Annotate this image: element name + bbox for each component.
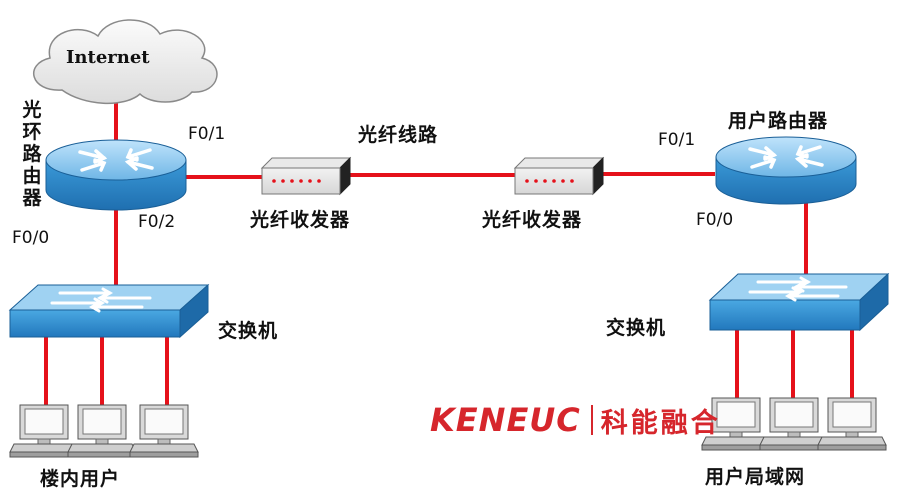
fiber-line-label: 光纤线路 <box>358 124 439 146</box>
ring-router-port-f02: F0/2 <box>138 212 176 232</box>
user-router-label: 用户路由器 <box>728 110 829 132</box>
internet-label: Internet <box>66 47 150 68</box>
router-arrows-icon <box>78 148 154 172</box>
brand-watermark: KENEUC 科能融合 <box>430 400 721 440</box>
user-router-port-f00: F0/0 <box>696 210 734 230</box>
user-router-port-f01: F0/1 <box>658 130 696 150</box>
pc-icon <box>129 404 199 458</box>
switch-arrows-icon <box>50 287 152 313</box>
pc-group-left <box>9 404 199 458</box>
pc-icon <box>759 397 829 451</box>
transceiver-left-label: 光纤收发器 <box>250 209 351 231</box>
ring-router <box>45 139 187 211</box>
pc-icon <box>817 397 887 451</box>
building-users-label: 楼内用户 <box>40 468 121 490</box>
brand-name-cn: 科能融合 <box>600 407 721 439</box>
switch-right-label: 交换机 <box>606 317 667 339</box>
switch-arrows-icon <box>748 276 848 302</box>
brand-logo-text: KENEUC <box>430 401 581 439</box>
router-arrows-icon <box>748 145 824 169</box>
switch-right-device <box>708 272 890 332</box>
switch-left-device <box>8 283 210 339</box>
ring-router-label: 光环路由器 <box>22 99 42 209</box>
transceiver-right-device <box>513 156 605 196</box>
pc-group-right <box>701 397 887 451</box>
switch-left-label: 交换机 <box>218 320 279 342</box>
internet-cloud <box>33 19 218 104</box>
pc-icon <box>701 397 771 451</box>
ring-router-port-f00: F0/0 <box>12 228 50 248</box>
user-lan-label: 用户局域网 <box>705 466 806 488</box>
user-router <box>715 136 857 205</box>
brand-divider <box>590 405 593 435</box>
links <box>44 88 854 408</box>
transceiver-left-device <box>260 156 352 196</box>
transceiver-right-label: 光纤收发器 <box>482 209 583 231</box>
pc-icon <box>9 404 79 458</box>
pc-icon <box>67 404 137 458</box>
ring-router-port-f01: F0/1 <box>188 124 226 144</box>
